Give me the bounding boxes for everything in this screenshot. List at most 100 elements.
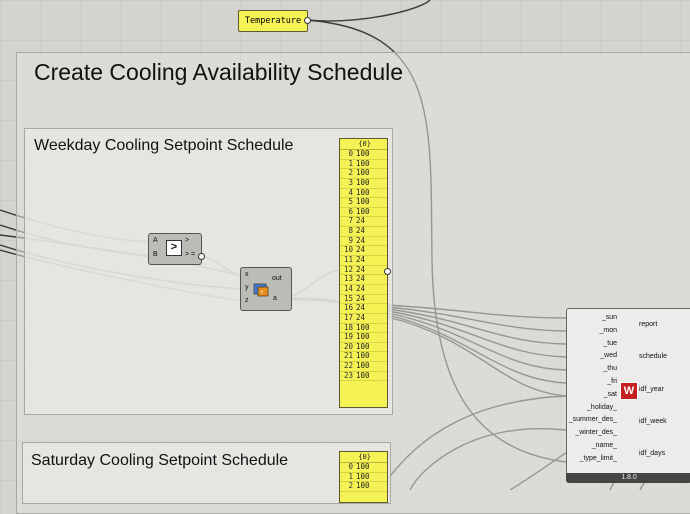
row-value: 100: [356, 332, 370, 342]
expression-icon: f: [253, 283, 269, 297]
row-value: 100: [356, 471, 370, 481]
input-x[interactable]: x: [245, 271, 249, 278]
row-value: 100: [356, 206, 370, 216]
output-report[interactable]: report: [639, 321, 658, 328]
input-sun[interactable]: _sun: [601, 314, 617, 321]
input-holiday[interactable]: _holiday_: [587, 403, 617, 411]
row-index: 20: [343, 341, 353, 351]
row-index: 13: [343, 274, 353, 284]
row-index: 5: [348, 197, 353, 207]
group-weekday-setpoint[interactable]: Weekday Cooling Setpoint Schedule: [24, 128, 393, 415]
group-saturday-setpoint[interactable]: Saturday Cooling Setpoint Schedule: [22, 442, 391, 504]
output-schedule[interactable]: schedule: [639, 353, 668, 360]
output-grip[interactable]: [384, 268, 391, 275]
row-index: 1: [348, 471, 353, 481]
input-winterdes[interactable]: _winter_des_: [575, 429, 617, 437]
output-greater[interactable]: >: [185, 237, 190, 244]
row-value: 100: [356, 351, 370, 361]
row-index: 0: [348, 149, 353, 158]
panel-header: {0}: [340, 139, 387, 150]
row-index: 6: [348, 206, 353, 216]
output-greater-equal[interactable]: > =: [185, 251, 196, 258]
row-index: 15: [343, 293, 353, 303]
version-label: 1.8.0: [566, 473, 690, 483]
output-idf-year[interactable]: idf_year: [639, 386, 664, 393]
input-mon[interactable]: _mon: [599, 326, 617, 334]
row-value: 100: [356, 462, 370, 471]
output-idf-days[interactable]: idf_days: [639, 450, 666, 457]
output-idf-week[interactable]: idf_week: [639, 418, 667, 425]
row-index: 3: [348, 177, 353, 187]
row-index: 22: [343, 361, 353, 371]
row-value: 24: [356, 226, 366, 236]
expression-component[interactable]: x y z f out a: [240, 267, 292, 311]
row-index: 14: [343, 283, 353, 293]
input-y[interactable]: y: [245, 284, 249, 291]
temperature-panel[interactable]: Temperature: [238, 10, 311, 32]
input-z[interactable]: z: [245, 297, 249, 304]
row-value: 24: [356, 264, 366, 274]
row-value: 100: [356, 481, 370, 491]
input-a[interactable]: A: [153, 237, 158, 244]
row-value: 100: [356, 341, 370, 351]
input-sat[interactable]: _sat: [603, 390, 617, 398]
input-summerdes[interactable]: _summer_des_: [568, 416, 617, 424]
row-value: 24: [356, 235, 366, 245]
output-a[interactable]: a: [273, 295, 277, 302]
group-title: Saturday Cooling Setpoint Schedule: [31, 452, 289, 469]
row-index: 18: [343, 322, 353, 332]
row-value: 100: [356, 370, 370, 380]
row-value: 24: [356, 303, 366, 313]
row-value: 100: [356, 149, 370, 158]
row-value: 100: [356, 177, 370, 187]
row-index: 12: [343, 264, 353, 274]
row-index: 23: [343, 370, 353, 380]
input-thu[interactable]: _thu: [603, 365, 617, 373]
input-tue[interactable]: _tue: [603, 339, 617, 347]
row-value: 24: [356, 283, 366, 293]
input-fri[interactable]: _fri: [607, 378, 617, 385]
row-index: 10: [343, 245, 353, 255]
row-value: 100: [356, 322, 370, 332]
row-index: 9: [348, 235, 353, 245]
row-index: 4: [348, 187, 353, 197]
compare-component[interactable]: A B > > > =: [148, 233, 205, 265]
input-b[interactable]: B: [153, 251, 158, 258]
row-index: 21: [343, 351, 353, 361]
output-out[interactable]: out: [272, 275, 282, 282]
temperature-label: Temperature: [244, 16, 302, 26]
group-title: Create Cooling Availability Schedule: [34, 59, 404, 85]
row-value: 100: [356, 361, 370, 371]
output-grip[interactable]: [198, 253, 205, 260]
input-wed[interactable]: _wed: [600, 352, 617, 360]
output-grip[interactable]: [304, 17, 311, 24]
row-index: 11: [343, 255, 353, 265]
row-value: 24: [356, 274, 366, 284]
ladybug-schedule-component[interactable]: _sun _mon _tue _wed _thu _fri _sat _holiday_ _su…: [566, 308, 690, 475]
input-typelimit[interactable]: _type_limit_: [579, 454, 617, 462]
input-name[interactable]: _name_: [591, 442, 617, 449]
